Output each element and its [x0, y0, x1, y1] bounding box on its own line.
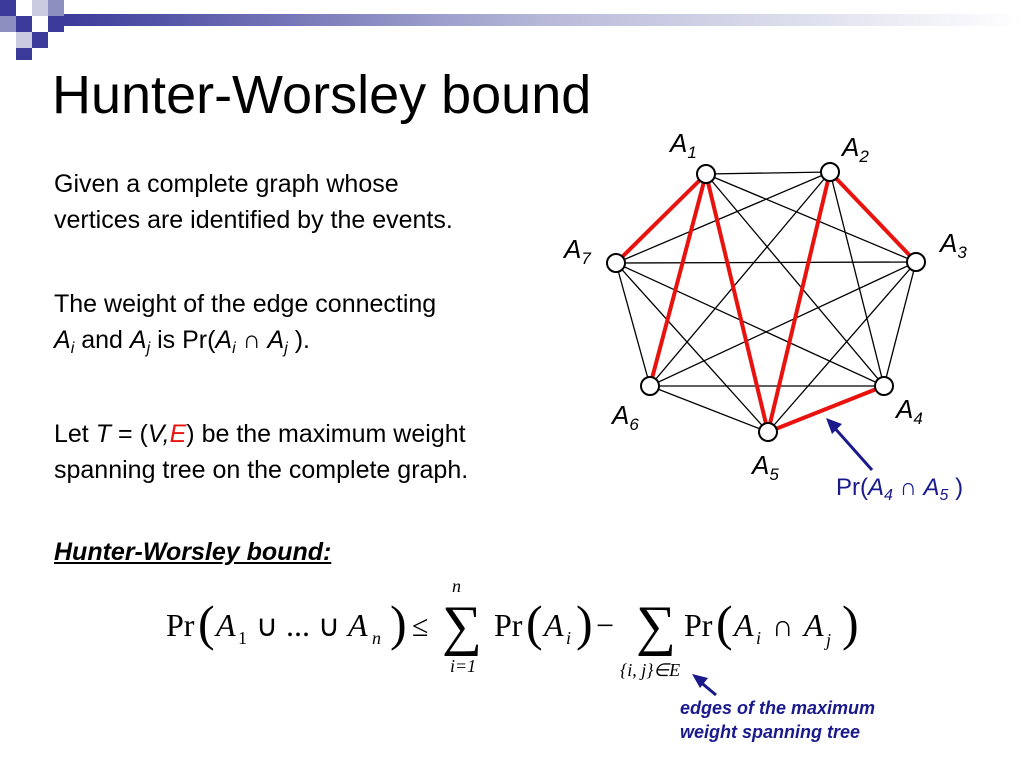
svg-text:∪: ∪ [256, 610, 278, 643]
tree-edge-1-7 [614, 172, 708, 265]
vertex-a2 [820, 162, 840, 182]
svg-text:A: A [214, 607, 236, 643]
svg-text:n: n [372, 628, 381, 648]
svg-text:): ) [576, 595, 593, 651]
bound-heading: Hunter-Worsley bound: [54, 538, 332, 566]
tree-edge-1-6 [648, 173, 708, 387]
graph-edge-2-4 [829, 171, 885, 387]
svg-text:A: A [802, 607, 824, 643]
svg-text:...: ... [286, 607, 310, 643]
pr-arrow-icon [826, 418, 874, 471]
svg-text:∪: ∪ [318, 610, 340, 643]
graph-edge-3-6 [649, 261, 917, 387]
intro-line-2: vertices are identified by the events. [54, 206, 453, 234]
mst-note: edges of the maximum weight spanning tre… [680, 698, 876, 742]
vertex-label-a2: A2 [840, 132, 869, 166]
mst-arrow-icon [692, 674, 717, 697]
graph-edge-3-4 [883, 261, 917, 387]
svg-text:(: ( [716, 595, 733, 651]
intro-line-1: Given a complete graph whose [54, 170, 399, 198]
svg-text:n: n [452, 576, 461, 596]
weight-paragraph: The weight of the edge connecting Ai and… [54, 286, 436, 358]
tree-line-2: spanning tree on the complete graph. [54, 456, 469, 484]
graph-edge-3-7 [615, 261, 917, 264]
svg-text:−: − [596, 607, 614, 643]
vertex-label-a7: A7 [562, 234, 591, 268]
page-title: Hunter-Worsley bound [52, 65, 592, 125]
vertex-label-a1: A1 [668, 128, 697, 162]
vertex-a7 [606, 253, 626, 273]
vertex-label-a4: A4 [894, 394, 923, 428]
svg-text:A: A [732, 607, 754, 643]
vertex-a6 [640, 376, 660, 396]
eq-sum-2: ∑ [636, 595, 676, 657]
eq-pr-1: Pr [166, 607, 195, 643]
svg-text:{i, j}∈E: {i, j}∈E [620, 660, 680, 680]
tree-edge-2-3 [828, 170, 918, 264]
svg-text:i=1: i=1 [450, 656, 476, 676]
tree-edge-1-5 [704, 173, 770, 433]
intro-paragraph: Given a complete graph whose vertices ar… [54, 166, 453, 238]
svg-text:≤: ≤ [412, 610, 428, 643]
vertex-label-a5: A5 [750, 450, 779, 484]
graph-edge-2-6 [649, 171, 831, 387]
svg-text:Pr: Pr [684, 607, 713, 643]
graph-edge-1-2 [705, 171, 831, 175]
vertex-a3 [906, 252, 926, 272]
eq-sum-1: ∑ [442, 595, 482, 657]
graph-edge-1-3 [705, 173, 917, 263]
tree-line-1: Let T = (V,E) be the maximum weight [54, 420, 466, 448]
graph-edge-3-5 [767, 261, 917, 433]
svg-text:(: ( [526, 595, 543, 651]
weight-line-2: Ai and Aj is Pr(Ai ∩ Aj ). [54, 326, 311, 357]
graph-edge-5-6 [649, 385, 769, 433]
graph-edge-6-7 [615, 262, 651, 387]
eq-paren-open-1: ( [198, 595, 215, 651]
graph-edge-2-7 [615, 171, 831, 264]
tree-paragraph: Let T = (V,E) be the maximum weight span… [54, 416, 468, 488]
tree-edge-4-5 [767, 384, 885, 434]
vertex-a1 [696, 164, 716, 184]
tree-edge-2-5 [766, 171, 832, 433]
title-decoration [0, 0, 1024, 60]
graph-edge-5-7 [615, 262, 769, 433]
svg-text:1: 1 [238, 628, 247, 648]
svg-text:Pr: Pr [494, 607, 523, 643]
vertex-label-a3: A3 [938, 228, 967, 262]
pr-a4-a5-label: Pr(A4 ∩ A5 ) [836, 474, 964, 504]
svg-text:i: i [756, 628, 761, 648]
svg-text:∩: ∩ [772, 610, 794, 643]
svg-text:A: A [542, 607, 564, 643]
graph-edge-1-4 [705, 173, 885, 387]
svg-text:i: i [566, 628, 571, 648]
graph-edge-4-7 [615, 262, 885, 387]
weight-line-1: The weight of the edge connecting [54, 290, 437, 318]
svg-text:j: j [824, 630, 831, 650]
svg-text:A: A [346, 607, 368, 643]
vertex-label-a6: A6 [610, 400, 639, 434]
eq-paren-close-1: ) [390, 595, 407, 651]
svg-text:): ) [842, 595, 859, 651]
vertex-a4 [874, 376, 894, 396]
vertex-a5 [758, 422, 778, 442]
